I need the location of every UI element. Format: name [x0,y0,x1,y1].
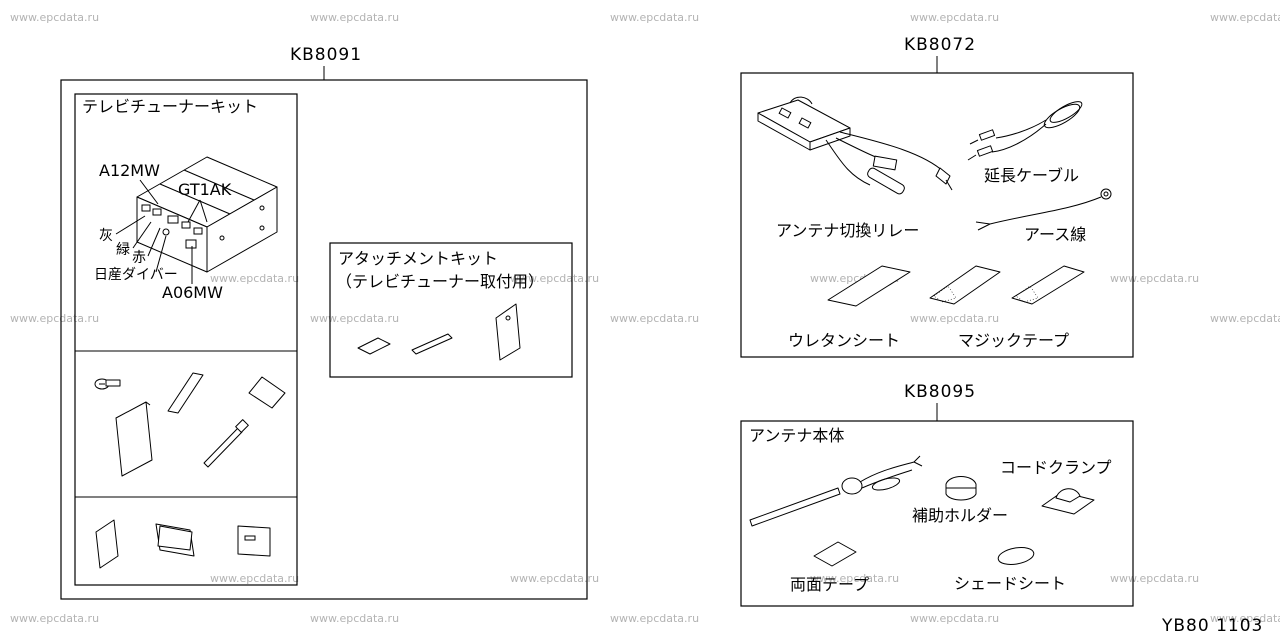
shade-sheet-icon [997,547,1035,565]
watermark: www.epcdata.ru [210,572,299,585]
callout-red-wire: 赤 [132,250,146,266]
callout-green-wire: 緑 [116,242,130,258]
callout-a06mw: A06MW [162,283,223,302]
attachment-kit-parts [357,303,521,361]
label-urethane-sheet: ウレタンシート [788,331,900,350]
kit-kb8091-frame [60,79,588,600]
tv-tuner-kit-frame [74,93,298,586]
watermark: www.epcdata.ru [1110,272,1199,285]
pad-icon [357,337,391,355]
pad-icon [248,376,286,409]
label-antenna-body: アンテナ本体 [749,426,844,445]
kit-code-kb8091: KB8091 [290,45,362,65]
watermark: www.epcdata.ru [10,11,99,24]
watermark: www.epcdata.ru [510,572,599,585]
callout-gray-wire: 灰 [99,228,113,244]
tv-tuner-callouts: A12MW GT1AK 灰 緑 赤 日産ダイバー A06MW [94,161,232,302]
strip-icon [167,372,204,414]
double-sided-tape-icon [813,541,857,567]
tv-tuner-small-parts [94,372,286,477]
label-aux-holder: 補助ホルダー [912,506,1008,525]
antenna-body-illustration [749,455,923,527]
ground-wire-illustration [975,188,1112,231]
attachment-kit-subtitle: （テレビチューナー取付用） [336,272,544,291]
watermark: www.epcdata.ru [610,612,699,625]
watermark: www.epcdata.ru [1210,612,1280,625]
tv-tuner-kit-title: テレビチューナーキット [82,97,258,116]
watermark: www.epcdata.ru [10,612,99,625]
callout-gt1ak: GT1AK [178,180,232,199]
callout-nissan-diver: 日産ダイバー [94,267,178,283]
document-icon [95,519,119,569]
watermark: www.epcdata.ru [210,272,299,285]
watermark: www.epcdata.ru [1110,572,1199,585]
kit-kb8091: KB8091 テレビチューナーキット A12MW [60,45,588,600]
attachment-kit-frame [329,242,573,378]
label-cord-clamp: コードクランプ [1000,458,1112,477]
tv-tuner-unit-illustration [136,156,278,273]
watermark: www.epcdata.ru [1210,312,1280,325]
aux-holder-illustration [945,476,977,501]
watermark: www.epcdata.ru [810,572,899,585]
watermark: www.epcdata.ru [910,612,999,625]
watermark: www.epcdata.ru [10,312,99,325]
watermark: www.epcdata.ru [610,312,699,325]
antenna-switch-relay-illustration [757,96,953,195]
watermark: www.epcdata.ru [910,11,999,24]
extension-cable-illustration [967,101,1083,161]
kit-kb8095: KB8095 アンテナ本体 コードクランプ 補助ホルダー 両面テープ [740,382,1134,607]
kit-kb8072: KB8072 アンテナ切換リレー [740,35,1134,358]
kit-kb8072-frame [740,72,1134,358]
label-magic-tape: マジックテープ [958,331,1069,350]
label-shade-sheet: シェードシート [954,574,1066,593]
watermark: www.epcdata.ru [1210,11,1280,24]
watermark: www.epcdata.ru [910,312,999,325]
manual-booklet-icon [115,401,153,477]
watermark: www.epcdata.ru [510,272,599,285]
tv-tuner-documents [95,519,271,569]
watermark: www.epcdata.ru [310,11,399,24]
cable-tie-icon [203,419,249,468]
label-ground-wire: アース線 [1024,225,1086,244]
attachment-kit-title: アタッチメントキット [338,249,498,268]
kit-code-kb8072: KB8072 [904,35,976,55]
kit-kb8095-frame [740,420,1134,607]
bracket-icon [495,303,521,361]
page-code: YB80 1103 [1161,616,1263,636]
strip-icon [411,333,453,355]
watermark: www.epcdata.ru [610,11,699,24]
magic-tape-illustration [929,265,1085,305]
cord-clamp-illustration [1041,488,1095,515]
watermark: www.epcdata.ru [310,612,399,625]
callout-a12mw: A12MW [99,161,160,180]
folder-icon [155,523,195,557]
label-double-sided-tape: 両面テープ [790,575,869,594]
screw-icon [94,378,121,390]
card-icon [237,525,271,557]
label-extension-cable: 延長ケーブル [984,166,1079,185]
kit-code-kb8095: KB8095 [904,382,976,402]
watermark: www.epcdata.ru [310,312,399,325]
urethane-sheet-icon [827,265,911,307]
label-antenna-switch-relay: アンテナ切換リレー [776,221,919,240]
